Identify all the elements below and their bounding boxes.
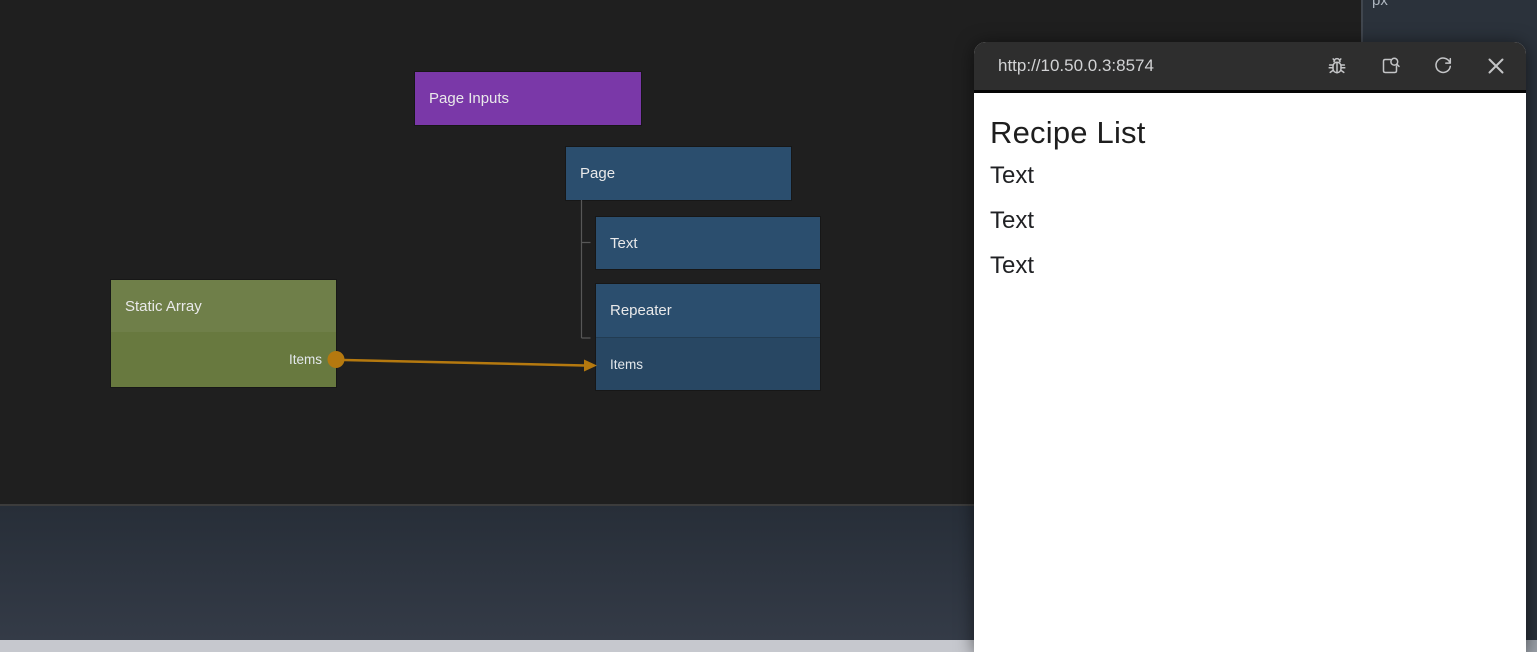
text-element: Text <box>990 252 1035 279</box>
close-icon[interactable] <box>1484 54 1508 78</box>
connection-wire[interactable] <box>327 351 598 372</box>
node-label: Text <box>610 234 638 252</box>
preview-page-content: Recipe List Text Text Text <box>974 93 1526 630</box>
canvas-bottom-divider <box>0 504 1362 506</box>
preview-header[interactable]: http://10.50.0.3:8574 <box>974 42 1526 90</box>
node-static-array[interactable]: Static Array Items <box>111 280 336 387</box>
node-text[interactable]: Text <box>596 217 820 269</box>
preview-header-underline <box>974 90 1526 93</box>
node-label: Static Array <box>125 297 202 315</box>
node-label: Page Inputs <box>429 90 510 107</box>
node-repeater[interactable]: Repeater Items <box>596 284 820 390</box>
preview-toolbar <box>1325 54 1508 78</box>
node-page[interactable]: Page <box>566 147 791 200</box>
url-bar[interactable]: http://10.50.0.3:8574 <box>998 56 1154 75</box>
unit-label: px <box>1372 0 1388 9</box>
refresh-icon[interactable] <box>1431 54 1455 78</box>
node-page-inputs[interactable]: Page Inputs <box>415 72 641 125</box>
node-label: Repeater <box>610 302 672 319</box>
repeater-items-input-port[interactable]: Items <box>596 337 820 390</box>
open-in-window-icon[interactable] <box>1378 54 1402 78</box>
tree-connector-lines <box>580 200 591 339</box>
preview-window: http://10.50.0.3:8574 <box>974 42 1526 652</box>
page-heading: Recipe List <box>990 115 1146 150</box>
node-label: Page <box>580 165 616 182</box>
debug-icon[interactable] <box>1325 54 1349 78</box>
text-element: Text <box>990 207 1035 234</box>
static-array-items-output-port[interactable]: Items <box>111 332 336 387</box>
text-element: Text <box>990 162 1035 189</box>
